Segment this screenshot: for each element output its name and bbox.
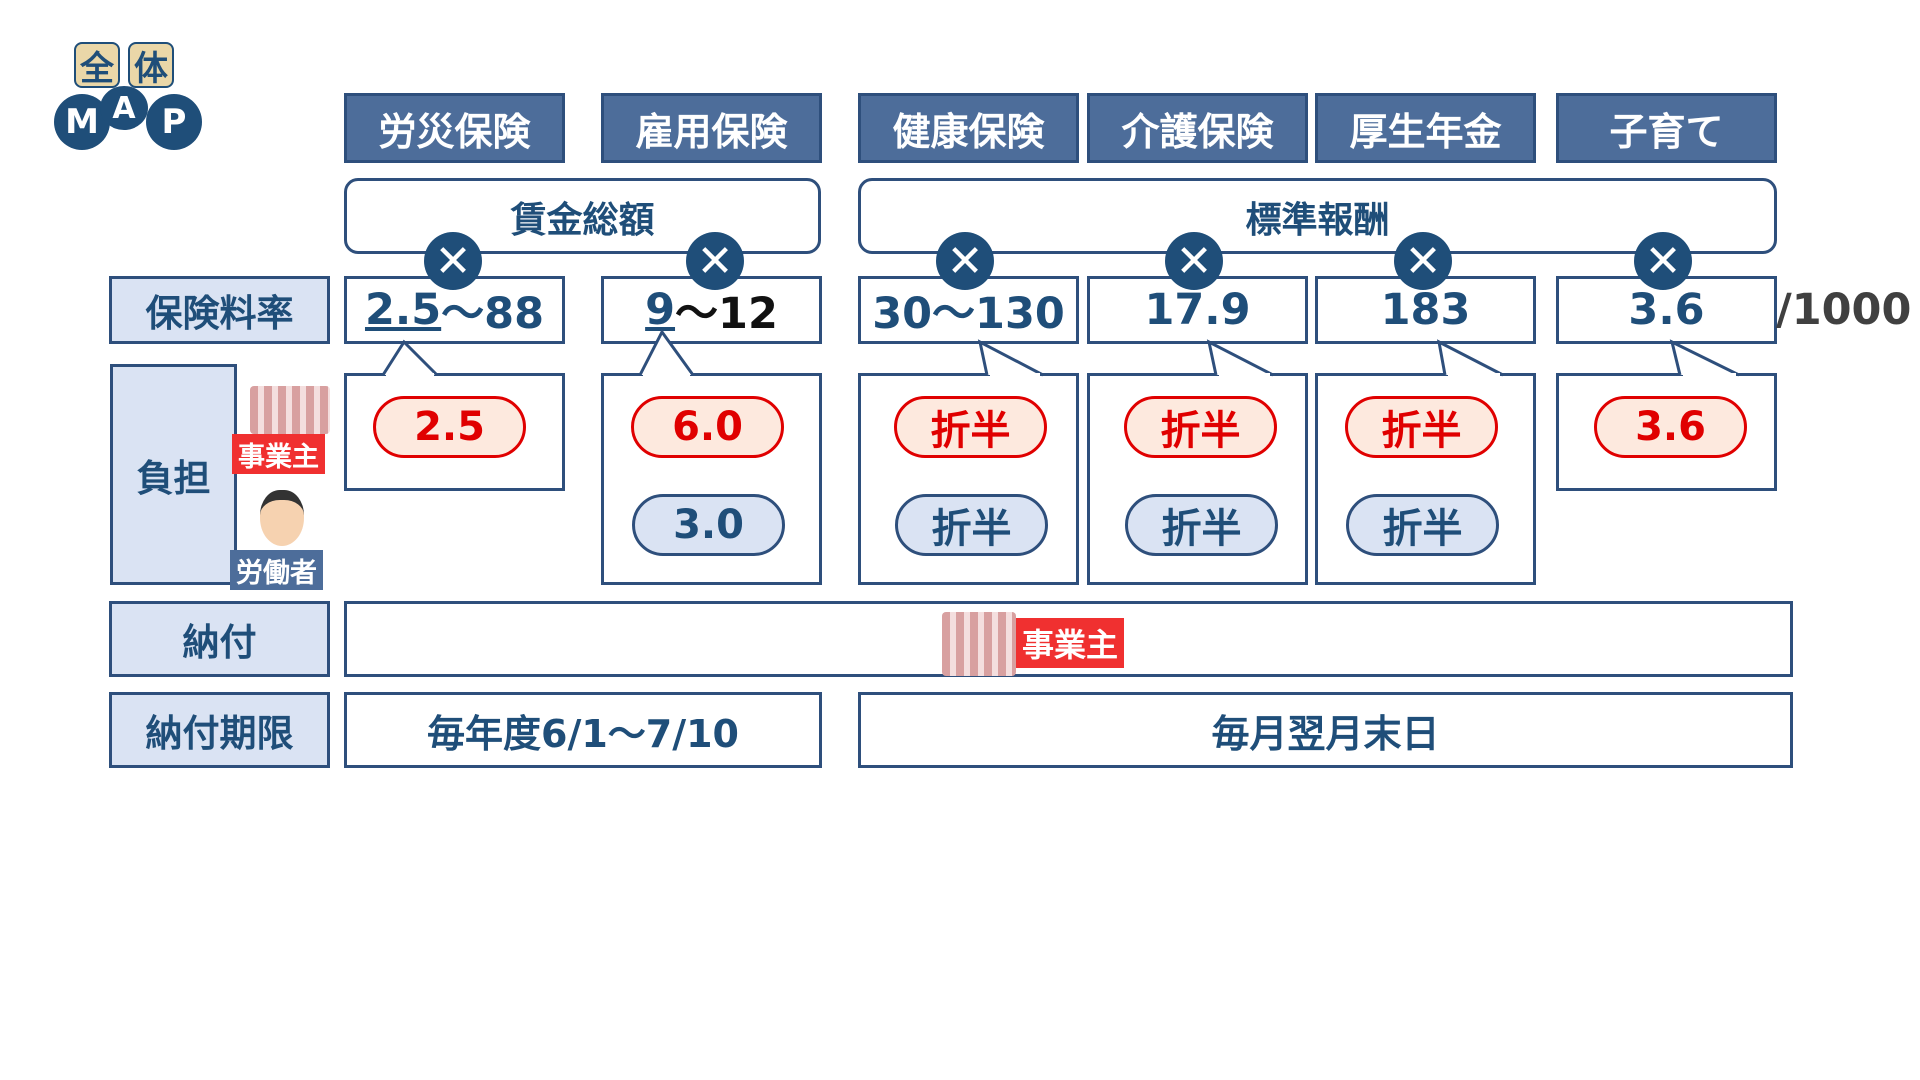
logo-char: 体 — [128, 42, 174, 89]
header-rousai: 労災保険 — [344, 93, 565, 163]
payer-tag: 事業主 — [1016, 618, 1125, 668]
label-burden: 負担 — [110, 364, 237, 585]
worker-share-kenkou: 折半 — [895, 494, 1048, 556]
logo-letter: P — [146, 94, 202, 150]
label-deadline: 納付期限 — [109, 692, 330, 768]
basis-wage-total: 賃金総額 — [344, 178, 821, 254]
deadline-social: 毎月翌月末日 — [858, 692, 1793, 768]
employer-share-rousai: 2.5 — [373, 396, 526, 458]
multiply-icon: ✕ — [686, 232, 744, 290]
rate-kaigo: 17.9 — [1087, 276, 1308, 344]
worker-tag: 労働者 — [230, 550, 323, 590]
multiply-icon: ✕ — [936, 232, 994, 290]
logo-letter: A — [100, 86, 148, 130]
multiply-icon: ✕ — [424, 232, 482, 290]
rate-range: 〜12 — [675, 289, 778, 339]
multiply-icon: ✕ — [1165, 232, 1223, 290]
rate-worker-part: 9 — [645, 285, 676, 335]
worker-face-icon — [260, 490, 304, 546]
logo-char: 全 — [74, 42, 120, 89]
label-payment: 納付 — [109, 601, 330, 677]
building-icon — [250, 386, 330, 434]
header-kaigo: 介護保険 — [1087, 93, 1308, 163]
employer-share-kaigo: 折半 — [1124, 396, 1277, 458]
rate-rousai: 2.5〜88 — [344, 276, 565, 344]
employer-share-kenkou: 折半 — [894, 396, 1047, 458]
payment-box — [344, 601, 1793, 677]
label-rate: 保険料率 — [109, 276, 330, 344]
employer-share-kosodate: 3.6 — [1594, 396, 1747, 458]
employer-tag: 事業主 — [232, 434, 325, 474]
deadline-labor: 毎年度6/1〜7/10 — [344, 692, 822, 768]
multiply-icon: ✕ — [1394, 232, 1452, 290]
header-kousei: 厚生年金 — [1315, 93, 1536, 163]
header-koyou: 雇用保険 — [601, 93, 822, 163]
worker-share-kaigo: 折半 — [1125, 494, 1278, 556]
worker-share-kousei: 折半 — [1346, 494, 1499, 556]
header-kenkou: 健康保険 — [858, 93, 1079, 163]
rate-range: 〜88 — [441, 289, 545, 339]
basis-standard-remuneration: 標準報酬 — [858, 178, 1777, 254]
employer-share-koyou: 6.0 — [631, 396, 784, 458]
building-icon — [942, 612, 1016, 676]
rate-employer-part: 2.5 — [364, 285, 442, 335]
worker-share-koyou: 3.0 — [632, 494, 785, 556]
header-kosodate: 子育て — [1556, 93, 1777, 163]
employer-share-kousei: 折半 — [1345, 396, 1498, 458]
multiply-icon: ✕ — [1634, 232, 1692, 290]
rate-unit: /1000 — [1776, 285, 1912, 335]
